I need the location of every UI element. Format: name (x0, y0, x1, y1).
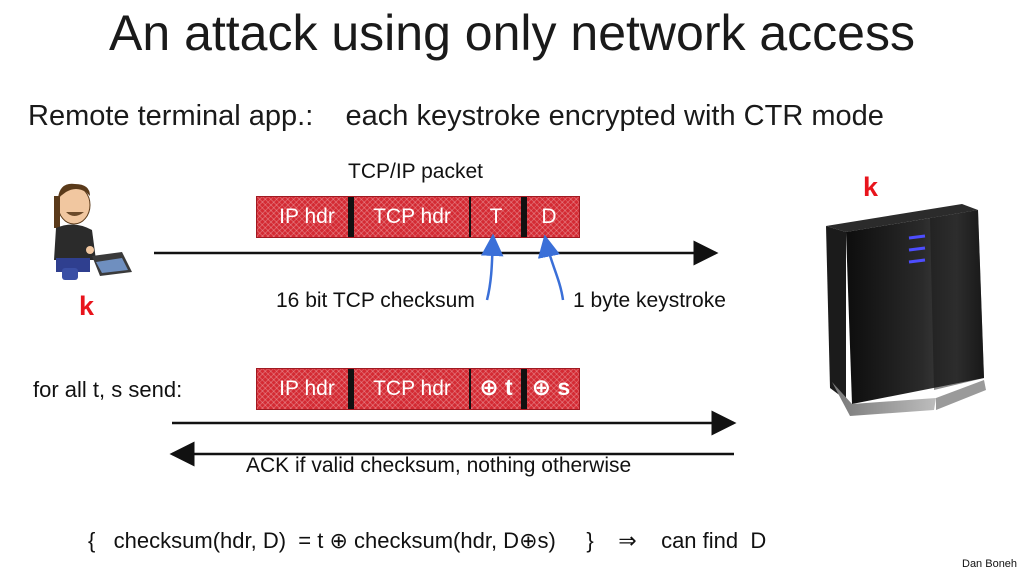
keystroke-label: 1 byte keystroke (573, 289, 726, 312)
user-key-label: k (79, 291, 95, 321)
tcp-hdr-field: TCP hdr (373, 377, 451, 400)
slide-title: An attack using only network access (109, 5, 915, 61)
field-divider (469, 197, 471, 237)
ip-hdr-field: IP hdr (279, 205, 335, 228)
checksum-formula: { checksum(hdr, D) = t ⊕ checksum(hdr, D… (88, 528, 767, 553)
server-icon (826, 204, 986, 416)
tcp-hdr-field: TCP hdr (373, 205, 451, 228)
for-all-label: for all t, s send: (33, 377, 183, 402)
keystroke-field: D (541, 205, 557, 228)
packet-label: TCP/IP packet (348, 160, 484, 183)
field-divider (521, 369, 527, 409)
packet-modified: IP hdr TCP hdr ⊕ t ⊕ s (256, 368, 580, 410)
server-key-label: k (863, 172, 879, 202)
user-laptop-icon (54, 183, 132, 280)
slide-subtitle: Remote terminal app.: each keystroke enc… (28, 100, 884, 132)
checksum-pointer (480, 233, 504, 301)
xor-keystroke-field: ⊕ s (531, 374, 571, 400)
ip-hdr-field: IP hdr (279, 377, 335, 400)
field-divider (348, 197, 354, 237)
packet-original: IP hdr TCP hdr T D (256, 196, 580, 238)
field-divider (469, 369, 471, 409)
checksum-field: T (489, 205, 503, 228)
keystroke-pointer (537, 234, 565, 301)
xor-checksum-field: ⊕ t (479, 374, 513, 400)
field-divider (521, 197, 527, 237)
field-divider (348, 369, 354, 409)
author-footer: Dan Boneh (962, 558, 1018, 570)
checksum-label: 16 bit TCP checksum (276, 289, 475, 312)
ack-label: ACK if valid checksum, nothing otherwise (246, 454, 632, 477)
